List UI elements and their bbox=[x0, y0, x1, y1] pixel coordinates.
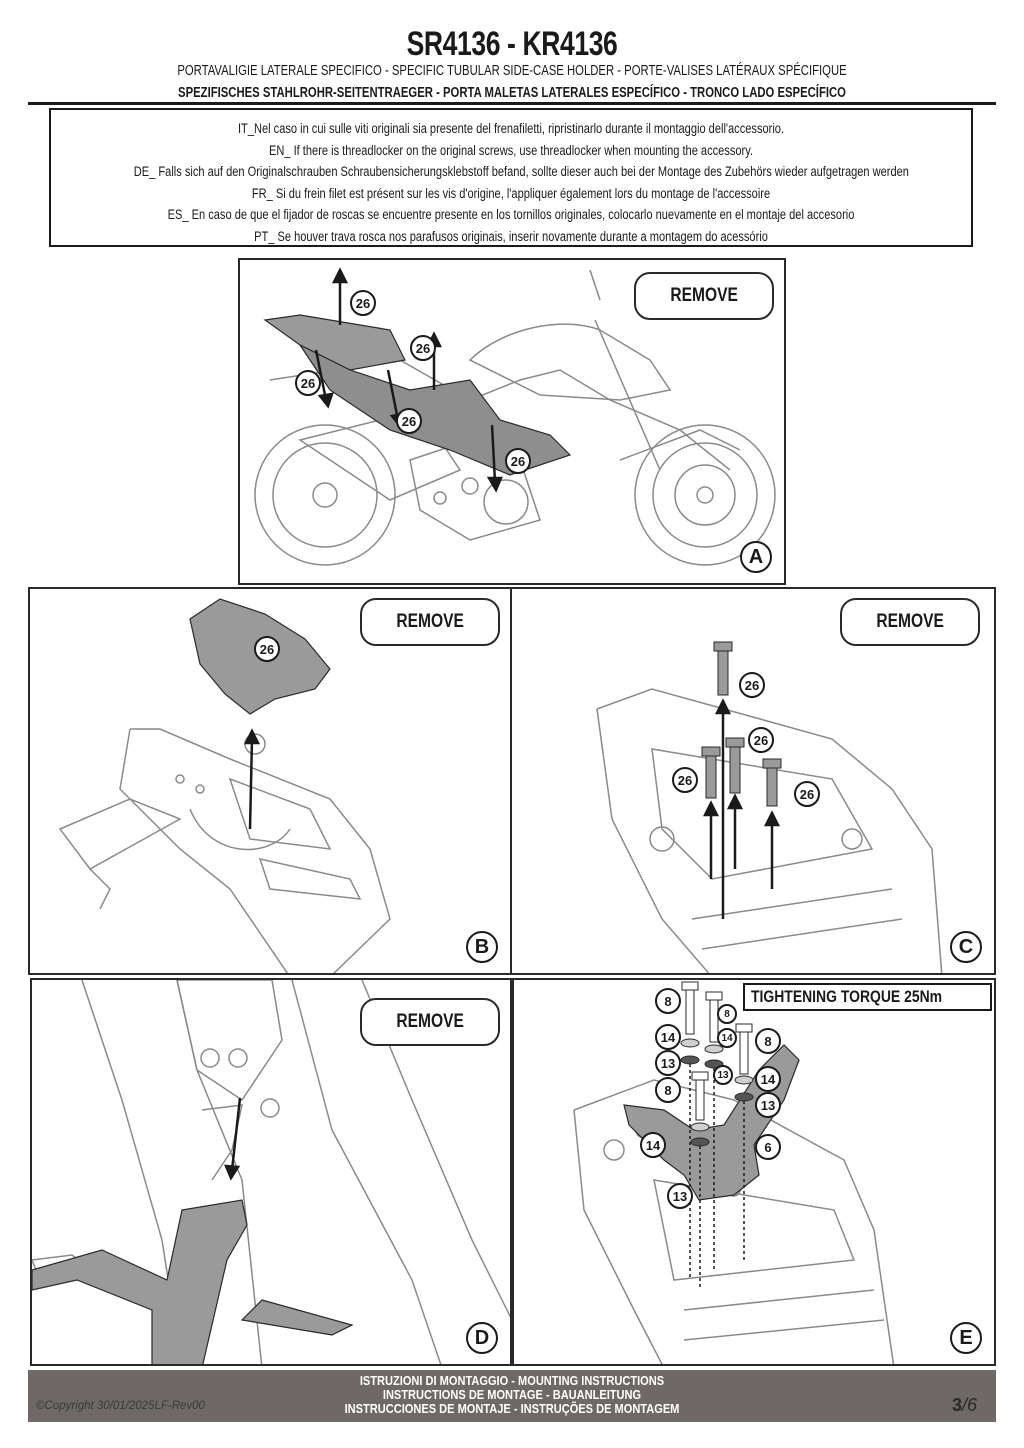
document-subtitle-2: SPEZIFISCHES STAHLROHR-SEITENTRAEGER - P… bbox=[178, 85, 846, 101]
part-callout-14: 14 bbox=[717, 1028, 737, 1048]
copyright-notice: ©Copyright 30/01/2025LF-Rev00 bbox=[36, 1400, 205, 1412]
tightening-torque-label: TIGHTENING TORQUE 25Nm bbox=[743, 983, 992, 1011]
part-callout-13: 13 bbox=[713, 1065, 733, 1085]
part-callout-26: 26 bbox=[396, 408, 422, 434]
notice-line-fr: FR_ Si du frein filet est présent sur le… bbox=[251, 185, 771, 201]
part-callout-26: 26 bbox=[672, 767, 698, 793]
part-callout-13: 13 bbox=[655, 1050, 681, 1076]
panel-c-remove-bolts: 26 26 26 26 REMOVE C bbox=[510, 587, 996, 975]
part-callout-6: 6 bbox=[755, 1134, 781, 1160]
part-callout-26: 26 bbox=[794, 781, 820, 807]
part-callout-8: 8 bbox=[655, 1077, 681, 1103]
page-total: /6 bbox=[962, 1395, 978, 1415]
panel-letter-d: D bbox=[466, 1322, 498, 1354]
notice-line-es: ES_ En caso de que el fijador de roscas … bbox=[167, 207, 855, 222]
panel-letter-a: A bbox=[740, 541, 772, 573]
part-callout-26: 26 bbox=[410, 335, 436, 361]
notice-line-it: IT_Nel caso in cui sulle viti originali … bbox=[237, 121, 785, 136]
header-divider bbox=[28, 102, 996, 105]
part-callout-8: 8 bbox=[755, 1028, 781, 1054]
motorcycle-illustration bbox=[254, 267, 776, 566]
panel-b-remove-cover: 26 REMOVE B bbox=[28, 587, 512, 975]
document-subtitle-1: PORTAVALIGIE LATERALE SPECIFICO - SPECIF… bbox=[177, 63, 847, 79]
panel-e-mount-holder: 8 8 8 8 14 14 14 14 13 13 13 13 6 TIGHTE… bbox=[512, 978, 996, 1366]
part-callout-26: 26 bbox=[350, 290, 376, 316]
part-callout-8: 8 bbox=[717, 1004, 737, 1024]
part-callout-26: 26 bbox=[748, 727, 774, 753]
panel-a-remove-seats: 26 26 26 26 26 REMOVE A bbox=[238, 258, 786, 585]
remove-label: REMOVE bbox=[634, 272, 774, 320]
part-callout-14: 14 bbox=[640, 1132, 666, 1158]
panel-letter-c: C bbox=[950, 931, 982, 963]
bolt-group bbox=[701, 641, 782, 807]
part-callout-14: 14 bbox=[655, 1024, 681, 1050]
panel-letter-e: E bbox=[950, 1322, 982, 1354]
footer-bar: ISTRUZIONI DI MONTAGGIO - MOUNTING INSTR… bbox=[28, 1370, 996, 1422]
remove-label: REMOVE bbox=[360, 598, 500, 646]
part-callout-26: 26 bbox=[505, 448, 531, 474]
part-callout-26: 26 bbox=[254, 636, 280, 662]
part-callout-13: 13 bbox=[755, 1092, 781, 1118]
rear-frame-detail-illustration bbox=[32, 980, 510, 1364]
notice-line-en: EN_ If there is threadlocker on the orig… bbox=[268, 142, 754, 158]
footer-title-2: INSTRUCTIONS DE MONTAGE - BAUANLEITUNG bbox=[382, 1387, 642, 1402]
part-callout-13: 13 bbox=[667, 1183, 693, 1209]
notice-line-pt: PT_ Se houver trava rosca nos parafusos … bbox=[254, 228, 768, 244]
footer-title-1: ISTRUZIONI DI MONTAGGIO - MOUNTING INSTR… bbox=[359, 1373, 665, 1388]
part-callout-14: 14 bbox=[755, 1066, 781, 1092]
document-title: SR4136 - KR4136 bbox=[406, 25, 618, 63]
remove-label: REMOVE bbox=[360, 998, 500, 1046]
panel-d-remove-bracket: 26 REMOVE D bbox=[30, 978, 512, 1366]
rider-seat-part bbox=[298, 343, 572, 476]
rear-seat-part bbox=[263, 314, 406, 371]
threadlocker-notice: IT_Nel caso in cui sulle viti originali … bbox=[49, 108, 973, 247]
footer-title-3: INSTRUCCIONES DE MONTAJE - INSTRUÇÕES DE… bbox=[344, 1401, 680, 1416]
panel-letter-b: B bbox=[466, 931, 498, 963]
part-callout-26: 26 bbox=[739, 672, 765, 698]
page-current: 3 bbox=[952, 1395, 963, 1415]
remove-label: REMOVE bbox=[840, 598, 980, 646]
notice-line-de: DE_ Falls sich auf den Originalschrauben… bbox=[133, 164, 909, 179]
page-number: 3/6 bbox=[952, 1395, 977, 1416]
part-callout-8: 8 bbox=[655, 988, 681, 1014]
plate-bracket-part bbox=[32, 1199, 248, 1364]
part-callout-26: 26 bbox=[295, 370, 321, 396]
rear-frame-illustration bbox=[596, 641, 943, 973]
